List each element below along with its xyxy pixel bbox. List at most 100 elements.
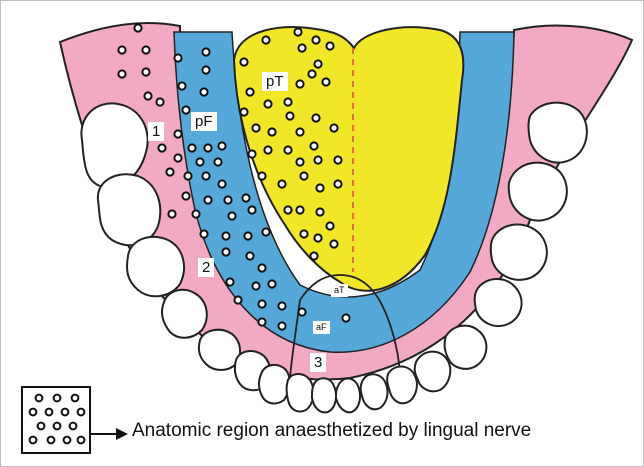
label-region-1: 1 [148, 122, 164, 141]
anaesthetized-dot [202, 66, 209, 73]
anaesthetized-dot [204, 196, 211, 203]
anaesthetized-dot [200, 88, 207, 95]
anaesthetized-dot [294, 28, 301, 35]
anaesthetized-dot [298, 308, 305, 315]
anaesthetized-dot [142, 46, 149, 53]
anaesthetized-dot [330, 124, 337, 131]
anaesthetized-dot [214, 158, 221, 165]
anaesthetized-dot [278, 180, 285, 187]
anaesthetized-dot [118, 70, 125, 77]
anaesthetized-dot [268, 280, 275, 287]
anaesthetized-dot [142, 68, 149, 75]
anaesthetized-dot [300, 172, 307, 179]
anaesthetized-dot [192, 210, 199, 217]
anaesthetized-dot [296, 80, 303, 87]
anaesthetized-dot [218, 142, 225, 149]
anaesthetized-dot [156, 98, 163, 105]
anaesthetized-dot [252, 282, 259, 289]
legend-dot [78, 409, 85, 416]
anaesthetized-dot [200, 230, 207, 237]
anaesthetized-dot [296, 158, 303, 165]
anaesthetized-dot [228, 212, 235, 219]
anaesthetized-dot [174, 54, 181, 61]
legend-swatch [21, 386, 91, 454]
legend-dot [72, 395, 79, 402]
legend-dot [46, 409, 53, 416]
anaesthetized-dot [166, 168, 173, 175]
anaesthetized-dot [168, 210, 175, 217]
label-region-2: 2 [198, 258, 214, 277]
anaesthetized-dot [264, 100, 271, 107]
anaesthetized-dot [314, 234, 321, 241]
anaesthetized-dot [178, 82, 185, 89]
anaesthetized-dot [222, 232, 229, 239]
legend-arrow-icon [116, 428, 128, 440]
legend-arrow-stem [90, 433, 118, 435]
anaesthetized-dot [322, 78, 329, 85]
anaesthetized-dot [268, 128, 275, 135]
label-pF: pF [191, 112, 217, 131]
anaesthetized-dot [296, 206, 303, 213]
anaesthetized-dot [144, 92, 151, 99]
anaesthetized-dot [284, 98, 291, 105]
anaesthetized-dot [202, 48, 209, 55]
legend-dots-icon [23, 388, 89, 452]
label-pT: pT [262, 72, 288, 91]
anaesthetized-dot [258, 318, 265, 325]
anaesthetized-dot [334, 156, 341, 163]
anaesthetized-dot [184, 172, 191, 179]
anaesthetized-dot [240, 58, 247, 65]
anaesthetized-dot [316, 208, 323, 215]
anaesthetized-dot [158, 144, 165, 151]
legend-dot [78, 437, 85, 444]
anaesthetized-dot [286, 112, 293, 119]
anaesthetized-dot [300, 230, 307, 237]
anaesthetized-dot [314, 60, 321, 67]
anaesthetized-dot [202, 172, 209, 179]
anaesthetized-dot [284, 206, 291, 213]
anaesthetized-dot [196, 158, 203, 165]
anaesthetized-dot [278, 322, 285, 329]
anaesthetized-dot [240, 108, 247, 115]
anaesthetized-dot [316, 184, 323, 191]
anaesthetized-dot [244, 232, 251, 239]
legend-dot [30, 437, 37, 444]
anaesthetized-dot [248, 206, 255, 213]
anaesthetized-dot [224, 196, 231, 203]
anaesthetized-dot [342, 314, 349, 321]
anaesthetized-dot [226, 278, 233, 285]
legend-dot [38, 423, 45, 430]
anaesthetized-dot [174, 130, 181, 137]
anaesthetized-dot [310, 252, 317, 259]
legend-dot [30, 409, 37, 416]
anaesthetized-dot [242, 194, 249, 201]
anaesthetized-dot [334, 180, 341, 187]
legend-text: Anatomic region anaesthetized by lingual… [132, 420, 531, 442]
anaesthetized-dot [258, 300, 265, 307]
anaesthetized-dot [248, 150, 255, 157]
anaesthetized-dot [284, 146, 291, 153]
label-region-3: 3 [310, 353, 326, 372]
anaesthetized-dot [188, 144, 195, 151]
anaesthetized-dot [314, 156, 321, 163]
anaesthetized-dot [218, 180, 225, 187]
label-aF: aF [313, 321, 330, 334]
anaesthetized-dot [330, 240, 337, 247]
anaesthetized-dot [258, 264, 265, 271]
anaesthetized-dot [204, 144, 211, 151]
anaesthetized-dot [174, 154, 181, 161]
anaesthetized-dot [308, 70, 315, 77]
anaesthetized-dot [258, 172, 265, 179]
anaesthetized-dot [118, 46, 125, 53]
anaesthetized-dot [312, 114, 319, 121]
anaesthetized-dot [326, 42, 333, 49]
legend-dot [36, 395, 43, 402]
anaesthetized-dot [262, 228, 269, 235]
legend-dot [64, 437, 71, 444]
anaesthetized-dot [246, 88, 253, 95]
legend-dot [70, 423, 77, 430]
legend-dot [62, 409, 69, 416]
anaesthetized-dot [234, 296, 241, 303]
anaesthetized-dot [182, 192, 189, 199]
